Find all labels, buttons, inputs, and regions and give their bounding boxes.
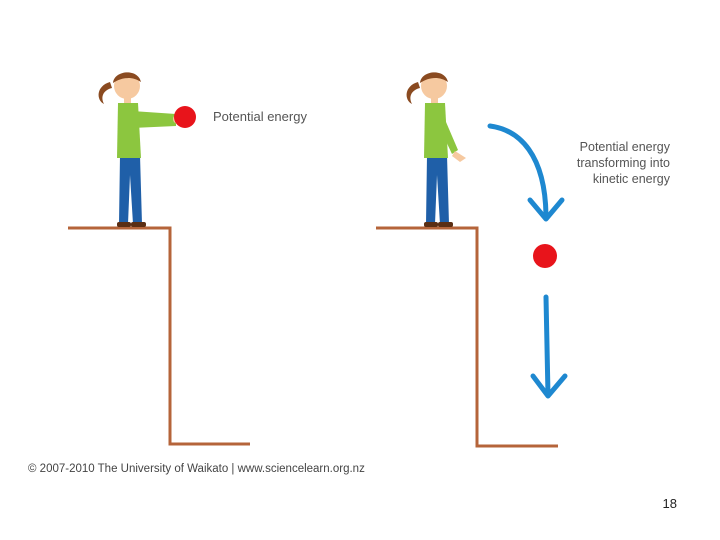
- left-scene: [68, 72, 250, 446]
- copyright-notice: © 2007-2010 The University of Waikato | …: [28, 463, 365, 475]
- left-ledge: [68, 226, 250, 446]
- straight-arrow: [530, 294, 568, 399]
- transformation-label-line-1: Potential energy: [579, 140, 670, 154]
- curved-arrow: [487, 123, 565, 222]
- transformation-label-line-3: kinetic energy: [592, 172, 670, 186]
- right-ledge: [376, 226, 558, 448]
- right-girl-figure: [406, 72, 466, 227]
- potential-energy-label: Potential energy: [213, 109, 307, 124]
- page-number: 18: [662, 496, 677, 511]
- transformation-label: Potential energy transforming into kinet…: [540, 139, 670, 187]
- ball-falling: [533, 244, 557, 268]
- right-scene: [376, 72, 568, 448]
- left-girl-figure: [98, 72, 183, 227]
- ball-held: [174, 106, 196, 128]
- transformation-label-line-2: transforming into: [576, 156, 670, 170]
